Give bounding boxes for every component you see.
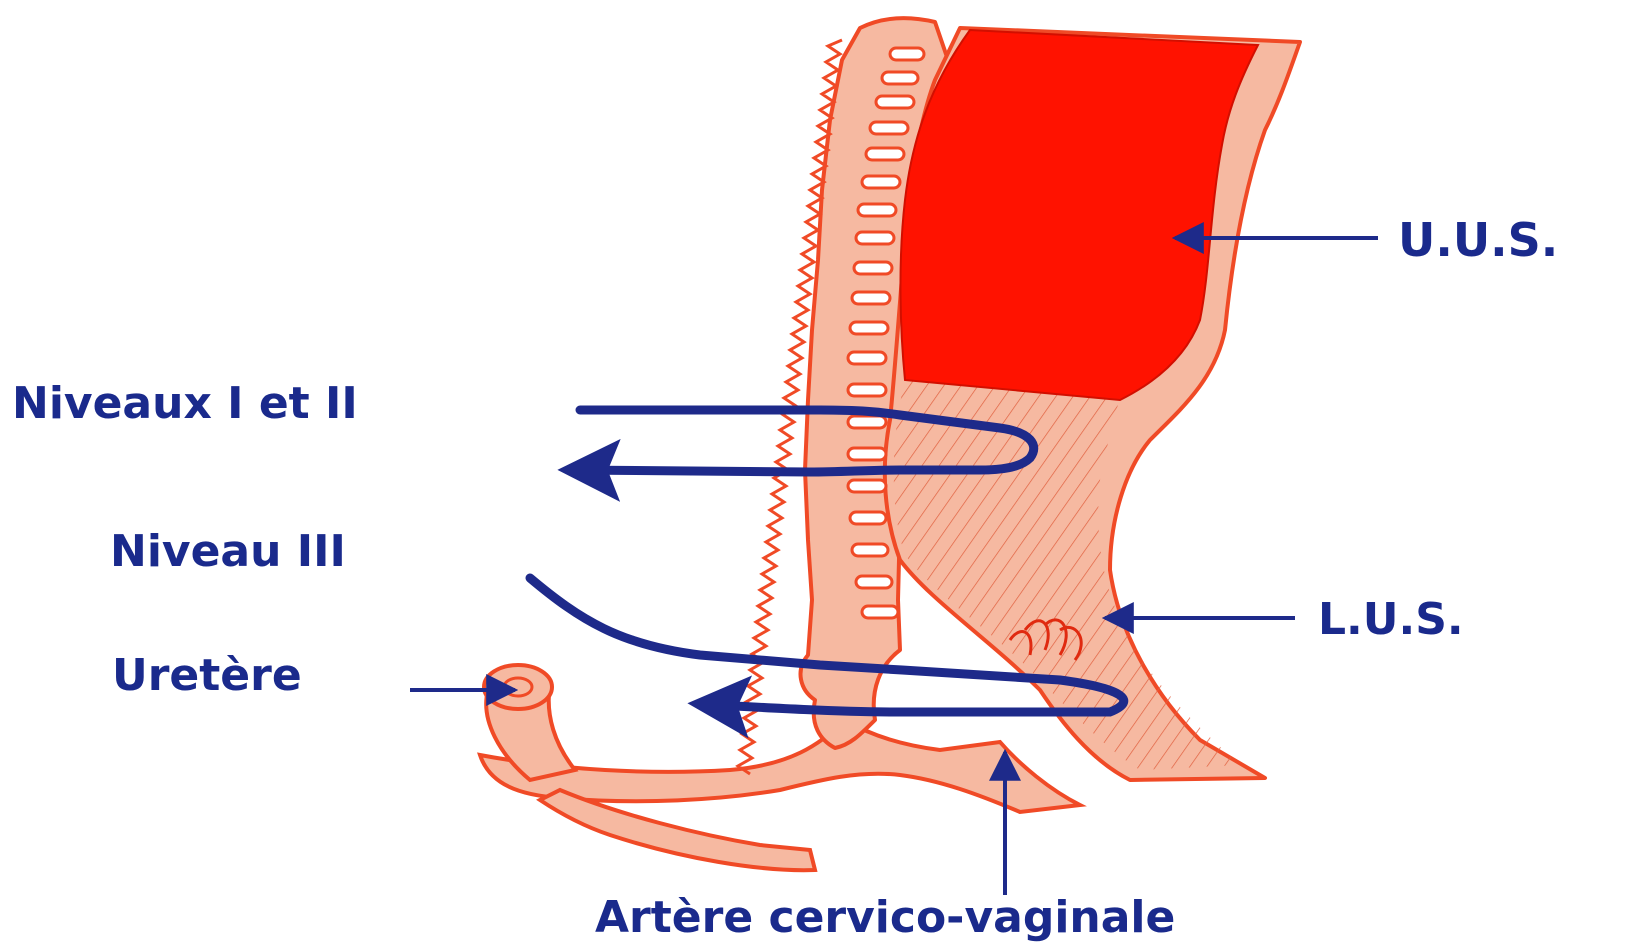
label-lus: L.U.S.	[1318, 594, 1464, 645]
label-niveaux-1-2: Niveaux I et II	[12, 378, 358, 429]
label-artere: Artère cervico-vaginale	[595, 892, 1175, 943]
label-niveau-3: Niveau III	[110, 526, 346, 577]
ureter-lumen	[504, 678, 532, 696]
label-uus: U.U.S.	[1398, 213, 1558, 267]
label-uretere: Uretère	[112, 650, 302, 701]
